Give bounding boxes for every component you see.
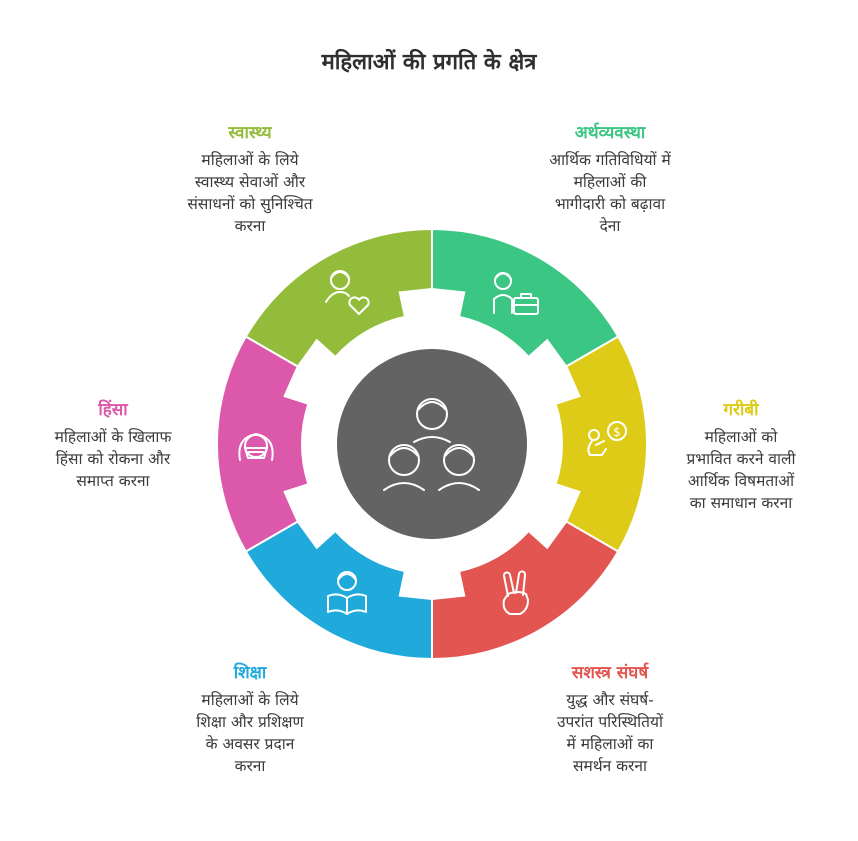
desc-line: आर्थिक गतिविधियों में: [549, 151, 671, 169]
desc-line: उपरांत परिस्थितियों: [556, 713, 664, 731]
label-violence: हिंसा महिलाओं के खिलाफ हिंसा को रोकना और…: [8, 397, 218, 492]
desc-line: प्रभावित करने वाली: [686, 450, 796, 468]
label-violence-desc: महिलाओं के खिलाफ हिंसा को रोकना और समाप्…: [8, 426, 218, 492]
masked-woman-icon: [238, 433, 274, 461]
desc-line: महिलाओं के खिलाफ: [54, 428, 172, 446]
desc-line: महिलाओं के लिये: [201, 691, 299, 709]
woman-heart-icon: [325, 270, 370, 315]
label-economy: अर्थव्यवस्था आर्थिक गतिविधियों में महिला…: [500, 120, 720, 237]
segment-health: [244, 227, 433, 368]
label-education-desc: महिलाओं के लिये शिक्षा और प्रशिक्षण के अ…: [140, 689, 360, 777]
desc-line: आर्थिक विषमताओं: [687, 472, 795, 490]
desc-line: हिंसा को रोकना और: [55, 450, 171, 468]
desc-line: महिलाओं के लिये: [201, 151, 299, 169]
label-health-desc: महिलाओं के लिये स्वास्थ्य सेवाओं और संसा…: [140, 149, 360, 237]
desc-line: स्वास्थ्य सेवाओं और: [194, 173, 306, 191]
label-economy-title: अर्थव्यवस्था: [574, 123, 646, 143]
label-conflict: सशस्त्र संघर्ष युद्ध और संघर्ष- उपरांत प…: [500, 660, 720, 777]
desc-line: युद्ध और संघर्ष-: [566, 691, 654, 709]
segment-conflict: [431, 520, 620, 661]
desc-line: करना: [234, 757, 266, 775]
desc-line: करना: [234, 217, 266, 235]
label-economy-desc: आर्थिक गतिविधियों में महिलाओं की भागीदार…: [500, 149, 720, 237]
center-circle: [337, 349, 527, 539]
desc-line: समाप्त करना: [76, 472, 150, 490]
svg-text:$: $: [613, 425, 621, 439]
desc-line: महिलाओं की: [573, 173, 647, 191]
label-health: स्वास्थ्य महिलाओं के लिये स्वास्थ्य सेवा…: [140, 120, 360, 237]
desc-line: शिक्षा और प्रशिक्षण: [196, 713, 304, 731]
label-poverty: गरीबी महिलाओं को प्रभावित करने वाली आर्थ…: [636, 397, 846, 514]
page-title: महिलाओं की प्रगति के क्षेत्र: [321, 50, 537, 75]
desc-line: का समाधान करना: [689, 494, 793, 512]
label-poverty-desc: महिलाओं को प्रभावित करने वाली आर्थिक विष…: [636, 426, 846, 514]
desc-line: महिलाओं को: [704, 428, 778, 446]
desc-line: देना: [599, 217, 621, 235]
label-violence-title: हिंसा: [98, 400, 128, 420]
woman-briefcase-icon: [493, 272, 539, 315]
desc-line: में महिलाओं का: [566, 735, 654, 753]
label-conflict-title: सशस्त्र संघर्ष: [571, 663, 649, 683]
desc-line: समर्थन करना: [572, 757, 648, 775]
label-conflict-desc: युद्ध और संघर्ष- उपरांत परिस्थितियों में…: [500, 689, 720, 777]
label-poverty-title: गरीबी: [723, 400, 759, 420]
segment-education: [244, 520, 433, 661]
label-education: शिक्षा महिलाओं के लिये शिक्षा और प्रशिक्…: [140, 660, 360, 777]
desc-line: के अवसर प्रदान: [205, 735, 295, 753]
segment-poverty: [554, 335, 648, 553]
label-health-title: स्वास्थ्य: [228, 123, 272, 143]
label-education-title: शिक्षा: [233, 663, 267, 683]
peace-hand-icon: [502, 570, 529, 615]
three-women-icon: [383, 398, 480, 491]
segment-violence: [216, 335, 310, 553]
reading-book-icon: [327, 571, 367, 615]
kneeling-dollar-icon: $: [587, 421, 627, 456]
desc-line: संसाधनों को सुनिश्चित: [187, 195, 313, 213]
desc-line: भागीदारी को बढ़ावा: [554, 195, 666, 213]
